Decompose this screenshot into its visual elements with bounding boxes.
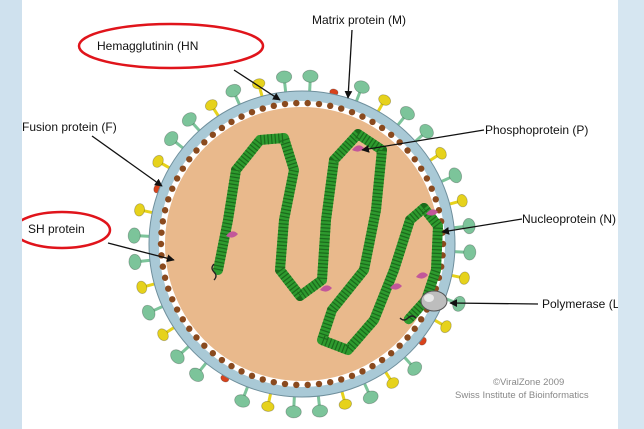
matrix-bead xyxy=(158,229,164,235)
matrix-bead xyxy=(359,113,365,119)
matrix-bead xyxy=(210,132,216,138)
matrix-bead xyxy=(338,105,344,111)
matrix-bead xyxy=(349,109,355,115)
matrix-bead xyxy=(260,376,266,382)
matrix-bead xyxy=(396,342,402,348)
matrix-bead xyxy=(271,103,277,109)
diagram-panel: Matrix protein (M) Hemagglutinin (HN Fus… xyxy=(22,0,618,429)
matrix-bead xyxy=(238,368,244,374)
matrix-bead xyxy=(169,296,175,302)
matrix-bead xyxy=(418,316,424,322)
matrix-bead xyxy=(304,100,310,106)
label-hemagglutinin: Hemagglutinin (HN xyxy=(97,39,198,53)
credit-line-1: ©ViralZone 2009 xyxy=(493,377,564,388)
label-sh-protein: SH protein xyxy=(28,222,85,236)
matrix-bead xyxy=(388,132,394,138)
matrix-bead xyxy=(369,119,375,125)
matrix-bead xyxy=(369,363,375,369)
matrix-bead xyxy=(418,165,424,171)
matrix-bead xyxy=(180,165,186,171)
matrix-bead xyxy=(359,368,365,374)
matrix-bead xyxy=(249,109,255,115)
matrix-bead xyxy=(327,103,333,109)
matrix-bead xyxy=(180,316,186,322)
matrix-bead xyxy=(271,379,277,385)
matrix-bead xyxy=(228,119,234,125)
label-matrix-protein: Matrix protein (M) xyxy=(312,13,406,27)
matrix-bead xyxy=(201,139,207,145)
matrix-bead xyxy=(228,363,234,369)
matrix-bead xyxy=(193,334,199,340)
matrix-bead xyxy=(186,326,192,332)
matrix-bead xyxy=(327,379,333,385)
matrix-bead xyxy=(293,382,299,388)
matrix-bead xyxy=(293,100,299,106)
matrix-bead xyxy=(379,125,385,131)
matrix-bead xyxy=(316,101,322,107)
polymerase-complex xyxy=(421,291,447,311)
matrix-bead xyxy=(260,105,266,111)
matrix-bead xyxy=(379,357,385,363)
matrix-bead xyxy=(238,113,244,119)
matrix-bead xyxy=(404,147,410,153)
matrix-bead xyxy=(186,156,192,162)
label-fusion-protein: Fusion protein (F) xyxy=(22,120,117,134)
matrix-bead xyxy=(162,207,168,213)
paramyxovirus-diagram: Matrix protein (M) Hemagglutinin (HN Fus… xyxy=(22,0,618,429)
matrix-bead xyxy=(162,275,168,281)
matrix-bead xyxy=(338,376,344,382)
matrix-bead xyxy=(165,285,171,291)
matrix-bead xyxy=(174,175,180,181)
matrix-bead xyxy=(404,334,410,340)
matrix-bead xyxy=(429,186,435,192)
matrix-bead xyxy=(304,382,310,388)
matrix-bead xyxy=(388,350,394,356)
matrix-bead xyxy=(193,147,199,153)
matrix-bead xyxy=(174,306,180,312)
matrix-bead xyxy=(160,263,166,269)
matrix-bead xyxy=(249,373,255,379)
matrix-bead xyxy=(349,373,355,379)
matrix-bead xyxy=(158,241,164,247)
matrix-bead xyxy=(219,125,225,131)
matrix-bead xyxy=(219,357,225,363)
matrix-bead xyxy=(201,342,207,348)
matrix-bead xyxy=(316,381,322,387)
label-polymerase: Polymerase (L) xyxy=(542,297,618,311)
matrix-bead xyxy=(424,175,430,181)
matrix-bead xyxy=(165,196,171,202)
label-phosphoprotein: Phosphoprotein (P) xyxy=(485,123,588,137)
label-nucleoprotein: Nucleoprotein (N) xyxy=(522,212,616,226)
matrix-bead xyxy=(282,101,288,107)
background-right-strip xyxy=(618,0,644,429)
matrix-bead xyxy=(433,196,439,202)
background-left-strip xyxy=(0,0,22,429)
matrix-bead xyxy=(210,350,216,356)
matrix-bead xyxy=(412,326,418,332)
credit-line-2: Swiss Institute of Bioinformatics xyxy=(455,390,589,401)
matrix-bead xyxy=(282,381,288,387)
matrix-bead xyxy=(160,218,166,224)
matrix-bead xyxy=(169,186,175,192)
matrix-bead xyxy=(412,156,418,162)
